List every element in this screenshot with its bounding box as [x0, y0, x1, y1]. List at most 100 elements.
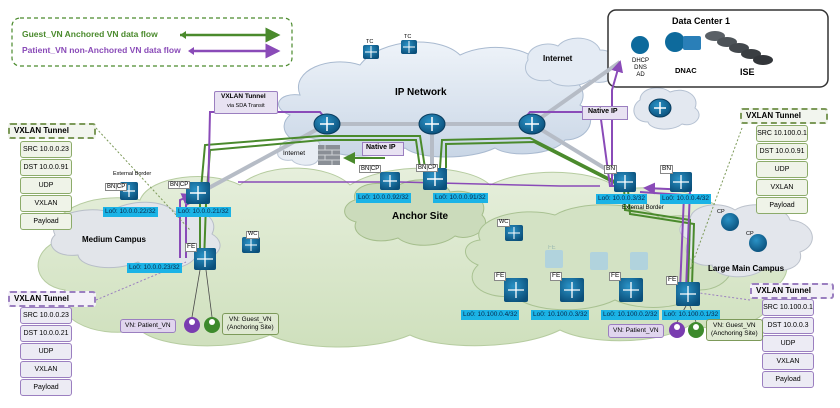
- loopback-label: Lo0: 10.0.0.92/32: [356, 193, 411, 203]
- device-label: BN|CP: [416, 164, 439, 172]
- loopback-label: Lo0: 10.0.0.4/32: [660, 194, 711, 204]
- fe-switch-icon: [590, 252, 608, 270]
- vxlan-field: UDP: [756, 161, 808, 178]
- internet-top-label: Internet: [543, 54, 573, 63]
- device-label: WC: [246, 231, 260, 239]
- vxlan-field: SRC 10.100.0.1: [762, 299, 814, 316]
- dnac-label: DNAC: [675, 66, 697, 75]
- cp-icon: [749, 234, 767, 252]
- vxlan-field: VXLAN: [762, 353, 814, 370]
- router-icon: [313, 113, 341, 135]
- vxlan-title: VXLAN Tunnel: [14, 294, 69, 303]
- device-label: FE: [494, 272, 507, 281]
- fe-switch-icon: [630, 252, 648, 270]
- loopback-label: Lo0: 10.0.0.21/32: [176, 207, 231, 217]
- vxlan-box-header: [8, 291, 96, 307]
- transit-control-icon: [363, 45, 379, 59]
- vn-guest-line1: VN: Guest_VN: [712, 322, 756, 329]
- firewall-icon: [318, 145, 340, 165]
- vn-guest-line2: (Anchoring Site): [711, 330, 758, 337]
- datacenter-services: DHCP DNS AD: [632, 58, 650, 78]
- device-label: BN: [660, 165, 674, 174]
- vxlan-box-header: [8, 123, 96, 139]
- vxlan-title: VXLAN Tunnel: [756, 286, 811, 295]
- device-label: BN|CP: [359, 165, 382, 173]
- router-icon: [518, 113, 546, 135]
- router-icon: [418, 113, 446, 135]
- large-campus-label: Large Main Campus: [708, 264, 785, 273]
- device-label: FE: [185, 243, 198, 252]
- vxlan-field: VXLAN: [756, 179, 808, 196]
- router-icon: [648, 98, 672, 118]
- legend-guest-label: Guest_VN Anchored VN data flow: [22, 29, 158, 39]
- internet-left-label: Internet: [283, 150, 306, 157]
- transit-label-box: [214, 91, 278, 114]
- vn-patient-label: VN: Patient_VN: [608, 324, 664, 338]
- datacenter-box: [607, 9, 829, 88]
- loopback-label: Lo0: 10.0.0.22/32: [103, 207, 158, 217]
- vxlan-field: Payload: [20, 379, 72, 396]
- device-label: BN|CP: [105, 183, 128, 191]
- device-label: FE: [550, 272, 563, 281]
- loopback-label: Lo0: 10.100.0.2/32: [601, 310, 660, 320]
- external-border-left-label: External Border: [113, 171, 152, 177]
- transit-label-2: via SDA Transit: [227, 103, 265, 109]
- ise-icon: [705, 31, 773, 65]
- vxlan-field: Payload: [20, 213, 72, 230]
- device-label: WC: [497, 219, 511, 227]
- device-label: BN|CP: [168, 181, 191, 189]
- vxlan-field: VXLAN: [20, 195, 72, 212]
- native-ip-center-label: Native IP: [366, 144, 396, 151]
- legend-box: [11, 17, 293, 67]
- vxlan-field: DST 10.0.0.3: [762, 317, 814, 334]
- dhcp-dns-ad-icon: [631, 36, 649, 54]
- native-ip-box: [582, 106, 628, 120]
- medium-campus-label: Medium Campus: [82, 235, 147, 244]
- loopback-label: Lo0: 10.0.0.3/32: [596, 194, 647, 204]
- vxlan-title: VXLAN Tunnel: [14, 126, 69, 135]
- device-label: BN: [604, 165, 618, 174]
- loopback-label: Lo0: 10.0.0.23/32: [127, 263, 182, 273]
- datacenter-title: Data Center 1: [672, 16, 731, 26]
- native-ip-right-label: Native IP: [588, 108, 618, 115]
- loopback-label: Lo0: 10.100.0.1/32: [662, 310, 721, 320]
- vxlan-field: DST 10.0.0.91: [756, 143, 808, 160]
- ip-network-label: IP Network: [395, 87, 447, 98]
- vxlan-field: UDP: [20, 177, 72, 194]
- ise-label: ISE: [740, 67, 755, 77]
- fe-switch-icon: [545, 250, 563, 268]
- vn-guest-label: VN: Guest_VN (Anchoring Site): [222, 313, 279, 335]
- loopback-label: Lo0: 10.0.0.91/32: [433, 193, 488, 203]
- tc-label: TC: [366, 39, 374, 45]
- loopback-label: Lo0: 10.100.0.4/32: [461, 310, 520, 320]
- device-label: FE: [609, 272, 622, 281]
- vxlan-field: SRC 10.0.0.23: [20, 141, 72, 158]
- vxlan-field: DST 10.0.0.91: [20, 159, 72, 176]
- vxlan-field: VXLAN: [20, 361, 72, 378]
- external-border-right-label: External Border: [622, 205, 664, 211]
- vn-guest-label: VN: Guest_VN (Anchoring Site): [706, 319, 763, 341]
- device-label: CP: [746, 231, 754, 237]
- vxlan-field: SRC 10.100.0.1: [756, 125, 808, 142]
- vxlan-field: Payload: [762, 371, 814, 388]
- anchor-site-label: Anchor Site: [392, 211, 449, 222]
- tc-label: TC: [404, 34, 412, 40]
- vxlan-box-header: [740, 108, 828, 124]
- cp-icon: [721, 213, 739, 231]
- device-label: FE: [548, 245, 556, 251]
- vn-guest-line2: (Anchoring Site): [227, 324, 274, 331]
- vxlan-box-header: [750, 283, 834, 299]
- vxlan-field: UDP: [20, 343, 72, 360]
- device-label: FE: [666, 276, 679, 285]
- dnac-icon: [665, 32, 685, 52]
- device-label: CP: [717, 209, 725, 215]
- transit-control-icon: [401, 40, 417, 54]
- vxlan-field: UDP: [762, 335, 814, 352]
- native-ip-box: [362, 142, 404, 156]
- vn-patient-label: VN: Patient_VN: [120, 319, 176, 333]
- vn-guest-line1: VN: Guest_VN: [228, 316, 272, 323]
- transit-label-1: VXLAN Tunnel: [221, 93, 266, 100]
- vxlan-field: SRC 10.0.0.23: [20, 307, 72, 324]
